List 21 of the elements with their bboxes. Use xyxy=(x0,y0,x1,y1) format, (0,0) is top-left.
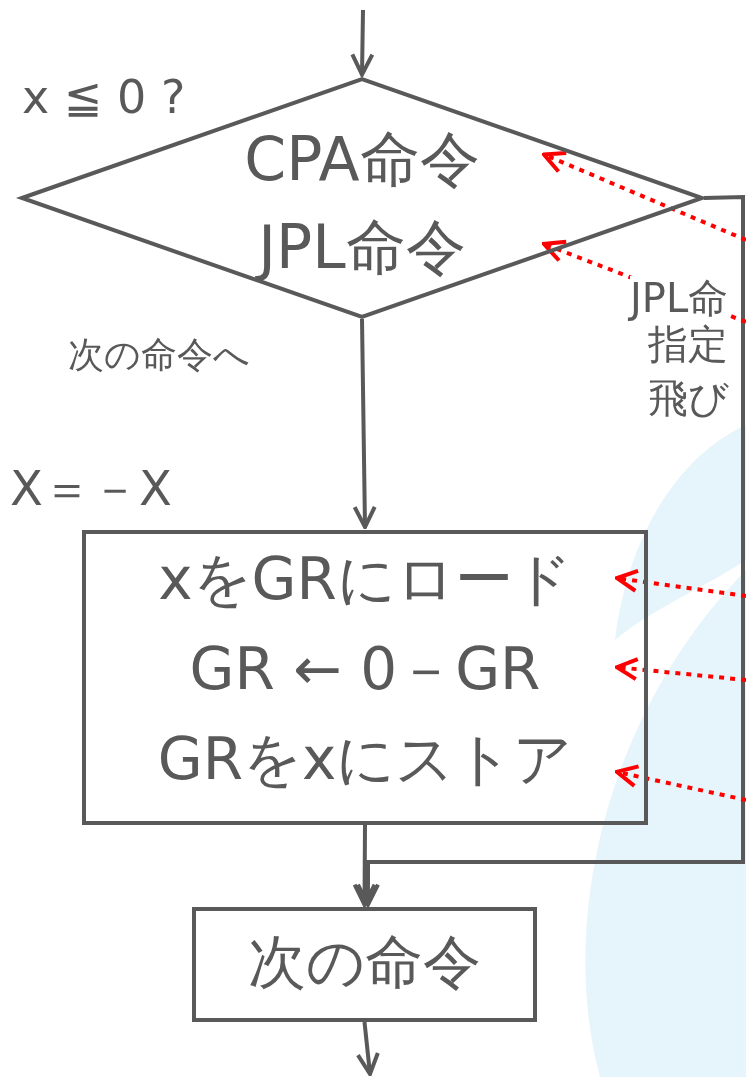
condition-text: x ≦ 0 ? xyxy=(22,72,186,123)
instruction-text: GRをxにストア xyxy=(156,730,574,788)
leader-arrow xyxy=(541,151,746,242)
edge-label: 次の命令へ xyxy=(68,335,250,375)
arrow xyxy=(350,9,375,77)
process-box xyxy=(82,530,648,825)
arrow xyxy=(352,318,377,530)
instruction-text: CPA命令 xyxy=(243,129,481,189)
instruction-text: xをGRにロード xyxy=(157,550,573,608)
leader-arrow xyxy=(614,657,746,682)
instruction-text: 次の命令 xyxy=(247,933,482,991)
leader-arrow xyxy=(614,764,746,802)
instruction-text: GR ← 0－GR xyxy=(188,640,542,698)
condition-text: X＝－X xyxy=(10,462,172,515)
note-text: 指定 xyxy=(648,322,728,366)
leader-arrow xyxy=(614,568,746,598)
arrow xyxy=(352,825,377,907)
note-text: JPL命 xyxy=(630,276,729,320)
arrow xyxy=(355,194,745,907)
arrow xyxy=(355,1021,380,1076)
process-box xyxy=(192,907,537,1022)
